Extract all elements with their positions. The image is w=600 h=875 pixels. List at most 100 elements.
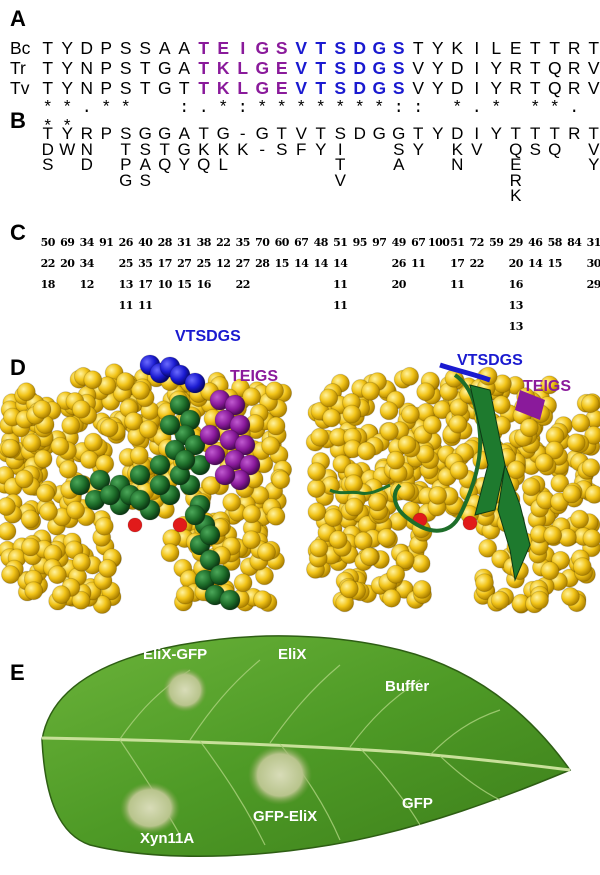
residue: V [292, 38, 312, 59]
variant-residue: Y [428, 126, 448, 142]
panel-label-c: C [10, 220, 26, 246]
frequency-value: 22 [467, 253, 487, 274]
gold-atom [417, 383, 435, 401]
leaf-label-elix: EliX [278, 646, 306, 663]
frequency-value: 46 [526, 232, 546, 253]
sequence-label: Tv [10, 78, 38, 99]
gold-atom [544, 526, 562, 544]
frequency-column: 59 [487, 232, 507, 253]
green-atom [150, 475, 170, 495]
panel-label-a: A [10, 6, 26, 32]
gold-atom [413, 580, 431, 598]
residue: V [584, 78, 600, 99]
spot-elix-gfp [163, 668, 207, 712]
frequency-value: 27 [233, 253, 253, 274]
frequency-value: 31 [175, 232, 195, 253]
frequency-value: 59 [487, 232, 507, 253]
frequency-value: 100 [428, 232, 448, 253]
variant-residue: W [58, 142, 78, 158]
residue: Y [487, 78, 507, 99]
frequency-value: 40 [136, 232, 156, 253]
conservation-mark: * [38, 99, 58, 118]
frequency-value: 12 [214, 253, 234, 274]
frequency-value: 67 [292, 232, 312, 253]
gold-atom [581, 395, 599, 413]
frequency-value: 29 [584, 274, 600, 295]
gold-atom [491, 591, 509, 609]
frequency-value: 25 [116, 253, 136, 274]
residue: Q [545, 78, 565, 99]
residue: V [584, 58, 600, 79]
gold-atom [380, 422, 398, 440]
residue: D [77, 38, 97, 59]
gold-atom [572, 414, 590, 432]
frequency-value: 17 [448, 253, 468, 274]
frequency-value: 11 [448, 274, 468, 295]
gold-atom [310, 539, 328, 557]
frequency-value: 26 [116, 232, 136, 253]
frequency-value: 67 [409, 232, 429, 253]
gold-atom [25, 582, 43, 600]
gold-atom [541, 562, 559, 580]
conservation-mark: * [487, 99, 507, 118]
frequency-value: 30 [584, 253, 600, 274]
gold-atom [267, 507, 285, 525]
gold-atom [223, 493, 241, 511]
sequence-row: BcTYDPSSAATEIGSVTSDGSTYKILETTRTN [10, 38, 600, 59]
gold-atom [329, 531, 347, 549]
gold-atom [308, 463, 326, 481]
conservation-mark: : [389, 99, 409, 118]
frequency-value: 27 [175, 253, 195, 274]
variant-column: G- [253, 126, 273, 157]
frequency-value: 49 [389, 232, 409, 253]
residue: D [448, 58, 468, 79]
residue: S [272, 38, 292, 59]
residue: Y [58, 38, 78, 59]
frequency-value: 97 [370, 232, 390, 253]
spot-xyn11a [120, 782, 180, 834]
gold-atom [311, 428, 329, 446]
variant-residue: Q [155, 157, 175, 173]
gold-atom [254, 591, 272, 609]
gold-atom [267, 417, 285, 435]
purple-atom [215, 465, 235, 485]
residue: T [38, 78, 58, 99]
gold-atom [387, 451, 405, 469]
frequency-value: 11 [409, 253, 429, 274]
gold-atom [387, 565, 405, 583]
frequency-value: 48 [311, 232, 331, 253]
residue: N [77, 78, 97, 99]
variant-residue: F [292, 142, 312, 158]
structure-panel [0, 345, 600, 620]
gold-atom [52, 586, 70, 604]
sequence-label: Bc [10, 38, 38, 59]
conservation-mark: * [370, 99, 390, 118]
gold-atom [585, 485, 600, 503]
conservation-mark: * [292, 99, 312, 118]
leaf-label-buffer: Buffer [385, 678, 429, 695]
residue: L [233, 78, 253, 99]
residue: Y [58, 58, 78, 79]
frequency-value: 58 [545, 232, 565, 253]
gold-atom [401, 405, 419, 423]
right-molecule [306, 367, 600, 613]
frequency-value: 16 [506, 274, 526, 295]
gold-atom [176, 586, 194, 604]
residue: T [526, 38, 546, 59]
variant-residue: S [272, 142, 292, 158]
leaf-label-xyn11a: Xyn11A [140, 830, 194, 847]
label-teigs-left: TEIGS [230, 368, 278, 386]
residue: S [331, 38, 351, 59]
gold-atom [161, 544, 179, 562]
residue: Q [545, 58, 565, 79]
frequency-value: 84 [565, 232, 585, 253]
residue: D [350, 58, 370, 79]
